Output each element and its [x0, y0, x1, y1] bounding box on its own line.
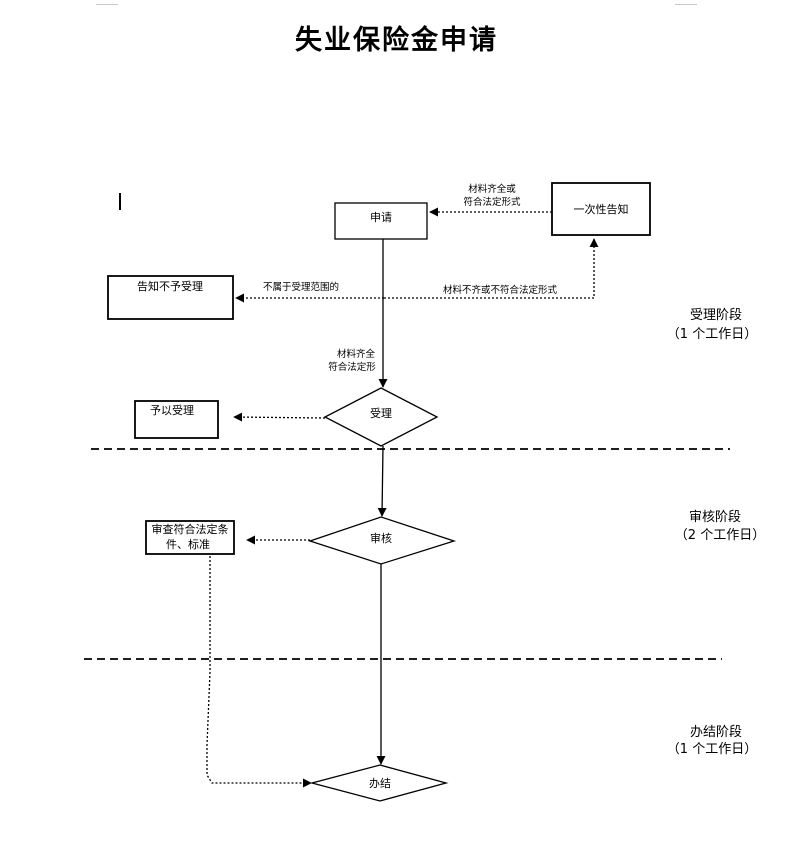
page-title: 失业保险金申请	[295, 25, 498, 56]
page-corner-left	[96, 0, 118, 5]
conclude-diamond-label: 办结	[369, 777, 391, 790]
edge-label-materials-incomplete: 材料不齐或不符合法定形式	[443, 284, 558, 296]
conclude-diamond	[309, 764, 449, 802]
edge-result-to-conclude	[206, 556, 312, 788]
edge-label-materials-complete-line2: 符合法定形	[328, 361, 376, 373]
accept-diamond	[323, 387, 439, 447]
stage-conclude-name: 办结阶段	[690, 725, 742, 740]
one-time-notice-box	[551, 182, 651, 236]
review-diamond-label: 审核	[370, 531, 392, 545]
edge-incomplete-to-notice	[384, 238, 599, 299]
stage-accept-days: （1 个工作日）	[667, 327, 757, 342]
edge-label-out-of-scope: 不属于受理范围的	[263, 281, 339, 293]
edge-label-materials-complete-or-line1: 材料齐全或	[468, 183, 516, 195]
grant-accept-label: 予以受理	[150, 404, 194, 417]
notify-reject-label: 告知不予受理	[137, 279, 203, 293]
edge-accept-to-review	[377, 445, 387, 517]
review-result-box	[145, 520, 235, 555]
accept-diamond-label: 受理	[370, 407, 392, 420]
edge-accept-to-grant	[233, 412, 326, 422]
grant-accept-box	[134, 400, 219, 439]
page-corner-right	[675, 0, 697, 5]
stage-conclude-days: （1 个工作日）	[667, 742, 757, 757]
one-time-notice-label: 一次性告知	[574, 202, 629, 216]
apply-label: 申请	[370, 211, 392, 224]
edge-label-materials-complete-or-line2: 符合法定形式	[463, 196, 521, 208]
stage-review-days: （2 个工作日）	[675, 528, 765, 543]
stage-accept-name: 受理阶段	[690, 308, 742, 323]
edge-label-materials-complete-line1: 材料齐全	[337, 348, 376, 360]
apply-box	[334, 202, 428, 240]
stage-review-name: 审核阶段	[689, 510, 741, 525]
review-result-label-line1: 审查符合法定条	[152, 522, 229, 536]
review-result-label-line2: 件、标准	[166, 537, 210, 551]
text-cursor	[119, 193, 121, 210]
notify-reject-box	[107, 275, 234, 320]
